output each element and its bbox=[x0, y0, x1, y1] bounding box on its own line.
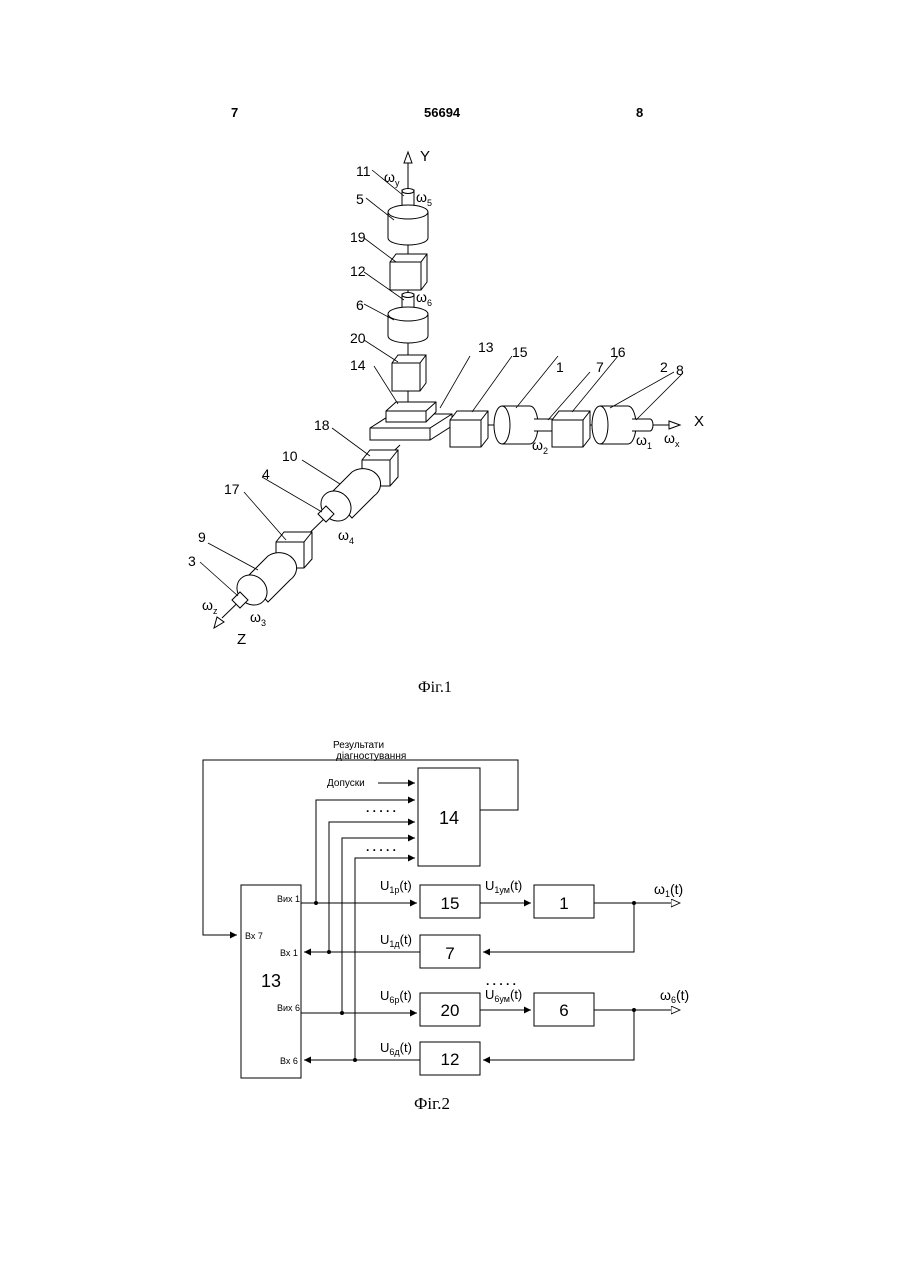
omega-6-label: ω6 bbox=[416, 289, 432, 308]
block-13-label: 13 bbox=[261, 971, 281, 991]
bus-line-3 bbox=[342, 838, 415, 1013]
omega-4-label: ω4 bbox=[338, 527, 354, 546]
sensor-20 bbox=[392, 355, 426, 391]
port-vyh1: Вих 1 bbox=[277, 894, 300, 904]
callout-14: 14 bbox=[350, 357, 366, 373]
ellipsis-lower: . . . . . bbox=[366, 840, 396, 854]
signal-omega1: ω1(t) bbox=[654, 881, 683, 899]
callout-12: 12 bbox=[350, 263, 366, 279]
block-14 bbox=[418, 768, 480, 866]
block-7-label: 7 bbox=[445, 944, 454, 963]
figure-1-caption: Фіг.1 bbox=[418, 679, 452, 696]
block-1 bbox=[534, 885, 594, 918]
omega-1-label: ω1 bbox=[636, 432, 652, 451]
port-vx7: Вх 7 bbox=[245, 931, 263, 941]
callout-13: 13 bbox=[478, 339, 494, 355]
diagnostics-label-1: Результати bbox=[333, 740, 384, 751]
block-12-label: 12 bbox=[441, 1050, 460, 1069]
block-20 bbox=[420, 993, 480, 1026]
signal-u1um: U1ум(t) bbox=[485, 878, 522, 895]
callout-18: 18 bbox=[314, 417, 330, 433]
block-1-label: 1 bbox=[559, 894, 568, 913]
callout-10: 10 bbox=[282, 448, 298, 464]
x-axis-arrow bbox=[669, 421, 680, 429]
y-axis-arrow bbox=[404, 152, 412, 163]
port-vyh6: Вих 6 bbox=[277, 1003, 300, 1013]
signal-u6um: U6ум(t) bbox=[485, 987, 522, 1004]
block-15-label: 15 bbox=[441, 894, 460, 913]
motor-5-top bbox=[388, 205, 428, 219]
motor-1-face bbox=[494, 406, 510, 444]
bus-line-4 bbox=[355, 858, 415, 1060]
omega-x-label: ωx bbox=[664, 430, 680, 449]
omega1-feedback-line bbox=[483, 903, 634, 952]
omega-3-label: ω3 bbox=[250, 609, 266, 628]
x-axis-label: X bbox=[694, 413, 704, 430]
callout-9: 9 bbox=[198, 529, 206, 545]
figure-1-diagram: Y X Z ωy ω5 ω6 ω2 ω1 ωx ω4 ωz ω3 11 5 19… bbox=[0, 0, 901, 720]
block-7 bbox=[420, 935, 480, 968]
plate-14 bbox=[386, 402, 436, 422]
callout-15: 15 bbox=[512, 344, 528, 360]
omega-5-label: ω5 bbox=[416, 189, 432, 208]
callout-17: 17 bbox=[224, 481, 240, 497]
callout-3: 3 bbox=[188, 553, 196, 569]
motor-6-top bbox=[388, 307, 428, 321]
omega-y-label: ωy bbox=[384, 169, 400, 188]
block-14-label: 14 bbox=[439, 808, 459, 828]
ellipsis-upper: . . . . . bbox=[366, 801, 396, 815]
callout-16: 16 bbox=[610, 344, 626, 360]
callout-1: 1 bbox=[556, 359, 564, 375]
signal-u6p: U6р(t) bbox=[380, 988, 412, 1005]
block-6-label: 6 bbox=[559, 1001, 568, 1020]
callout-2: 2 bbox=[660, 359, 668, 375]
z-axis-arrow bbox=[214, 617, 224, 628]
signal-omega6: ω6(t) bbox=[660, 987, 689, 1005]
diagnostics-label-2: діагностування bbox=[336, 751, 406, 762]
tolerance-label: Допуски bbox=[327, 778, 365, 789]
junction-dots bbox=[314, 901, 636, 1062]
callout-5: 5 bbox=[356, 191, 364, 207]
omega6-feedback-line bbox=[483, 1010, 634, 1060]
leader-lines bbox=[200, 170, 682, 596]
signal-u6d: U6д(t) bbox=[380, 1040, 412, 1057]
bus-line-1 bbox=[301, 800, 415, 903]
omega-2-label: ω2 bbox=[532, 437, 548, 456]
block-6 bbox=[534, 993, 594, 1026]
shaft-11-top bbox=[402, 189, 414, 194]
figure-2-caption: Фіг.2 bbox=[414, 1094, 450, 1113]
block-20-label: 20 bbox=[441, 1001, 460, 1020]
motor-2-face bbox=[592, 406, 608, 444]
z-axis-label: Z bbox=[237, 631, 246, 648]
port-vx6: Вх 6 bbox=[280, 1056, 298, 1066]
signal-u1p: U1р(t) bbox=[380, 878, 412, 895]
block-12 bbox=[420, 1042, 480, 1075]
y-axis-label: Y bbox=[420, 148, 430, 165]
diagnostics-feedback-line bbox=[203, 760, 518, 935]
ellipsis-channels: . . . . . bbox=[486, 974, 516, 988]
callout-11: 11 bbox=[356, 163, 371, 179]
shaft-8 bbox=[632, 419, 653, 431]
callout-20: 20 bbox=[350, 330, 366, 346]
bus-line-2 bbox=[329, 822, 415, 952]
sensor-15 bbox=[450, 411, 488, 447]
shaft-12-top bbox=[402, 293, 414, 298]
callout-19: 19 bbox=[350, 229, 366, 245]
block-15 bbox=[420, 885, 480, 918]
callout-6: 6 bbox=[356, 297, 364, 313]
callout-4: 4 bbox=[262, 466, 270, 482]
callout-8: 8 bbox=[676, 362, 684, 378]
callout-7: 7 bbox=[596, 359, 604, 375]
block-13 bbox=[241, 885, 301, 1078]
sensor-16 bbox=[552, 411, 590, 447]
signal-u1d: U1д(t) bbox=[380, 932, 412, 949]
port-vx1: Вх 1 bbox=[280, 948, 298, 958]
omega-z-label: ωz bbox=[202, 597, 218, 616]
